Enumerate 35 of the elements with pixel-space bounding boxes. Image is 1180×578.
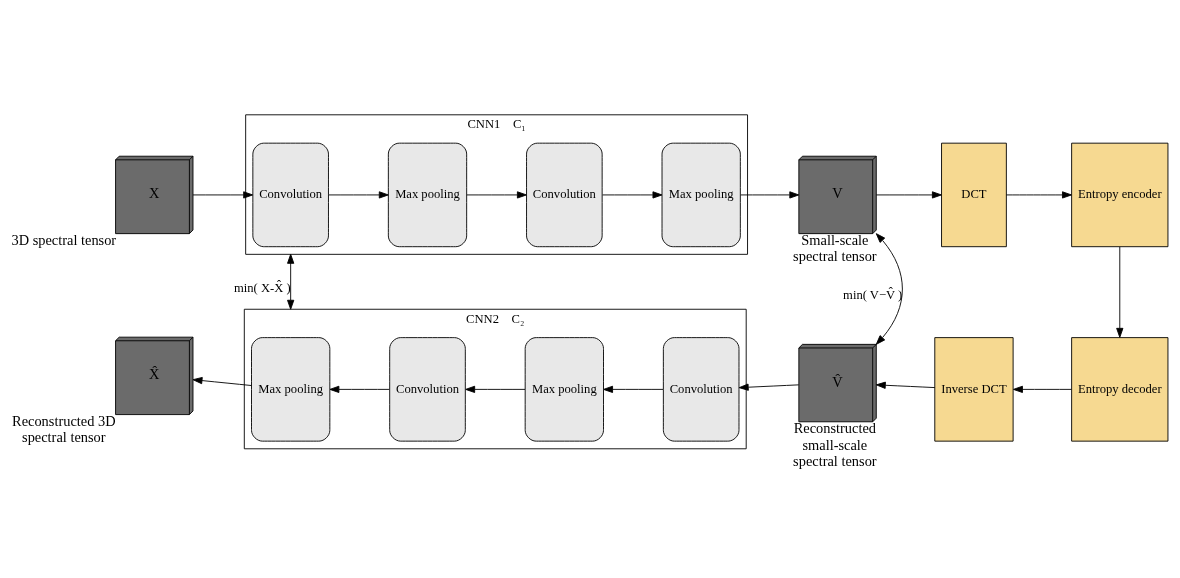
arrow [465, 385, 526, 393]
arrow [603, 385, 664, 393]
arrow [1116, 246, 1124, 338]
arrow [602, 191, 663, 199]
edge-label: min( X-X̂ ) [233, 280, 291, 295]
node-box: Convolution [526, 142, 603, 248]
node-box: Entropy decoder [1071, 337, 1169, 442]
arrow [740, 191, 800, 199]
node-box: Max pooling [661, 142, 741, 248]
edge-label: min( V−V̂ ) [843, 287, 903, 302]
node-box: Convolution [389, 337, 466, 442]
node-box: Convolution [662, 337, 740, 442]
node-label: Small-scale spectral tensor [793, 232, 877, 265]
node-box: Max pooling [251, 337, 331, 442]
node-box: Max pooling [387, 142, 468, 248]
node-box: Inverse DCT [934, 337, 1014, 442]
node-label: Reconstructed small-scale spectral tensor [793, 420, 877, 469]
node-label: Reconstructed 3D spectral tensor [12, 413, 116, 446]
node-label: 3D spectral tensor [11, 232, 117, 249]
node-box: Convolution [252, 142, 329, 248]
arrow [875, 191, 942, 199]
node-box: DCT [941, 142, 1007, 248]
arrow [875, 381, 936, 389]
arrow [738, 383, 800, 391]
arrow [328, 191, 389, 199]
arrow [875, 233, 903, 345]
arrow [192, 377, 252, 386]
node-box: Entropy encoder [1071, 142, 1169, 248]
arrow [1013, 385, 1072, 393]
arrow [466, 191, 527, 199]
arrow [329, 385, 390, 393]
node-box: Max pooling [524, 337, 604, 442]
arrow [1006, 191, 1072, 199]
arrow [192, 191, 254, 199]
arrow [287, 253, 295, 310]
